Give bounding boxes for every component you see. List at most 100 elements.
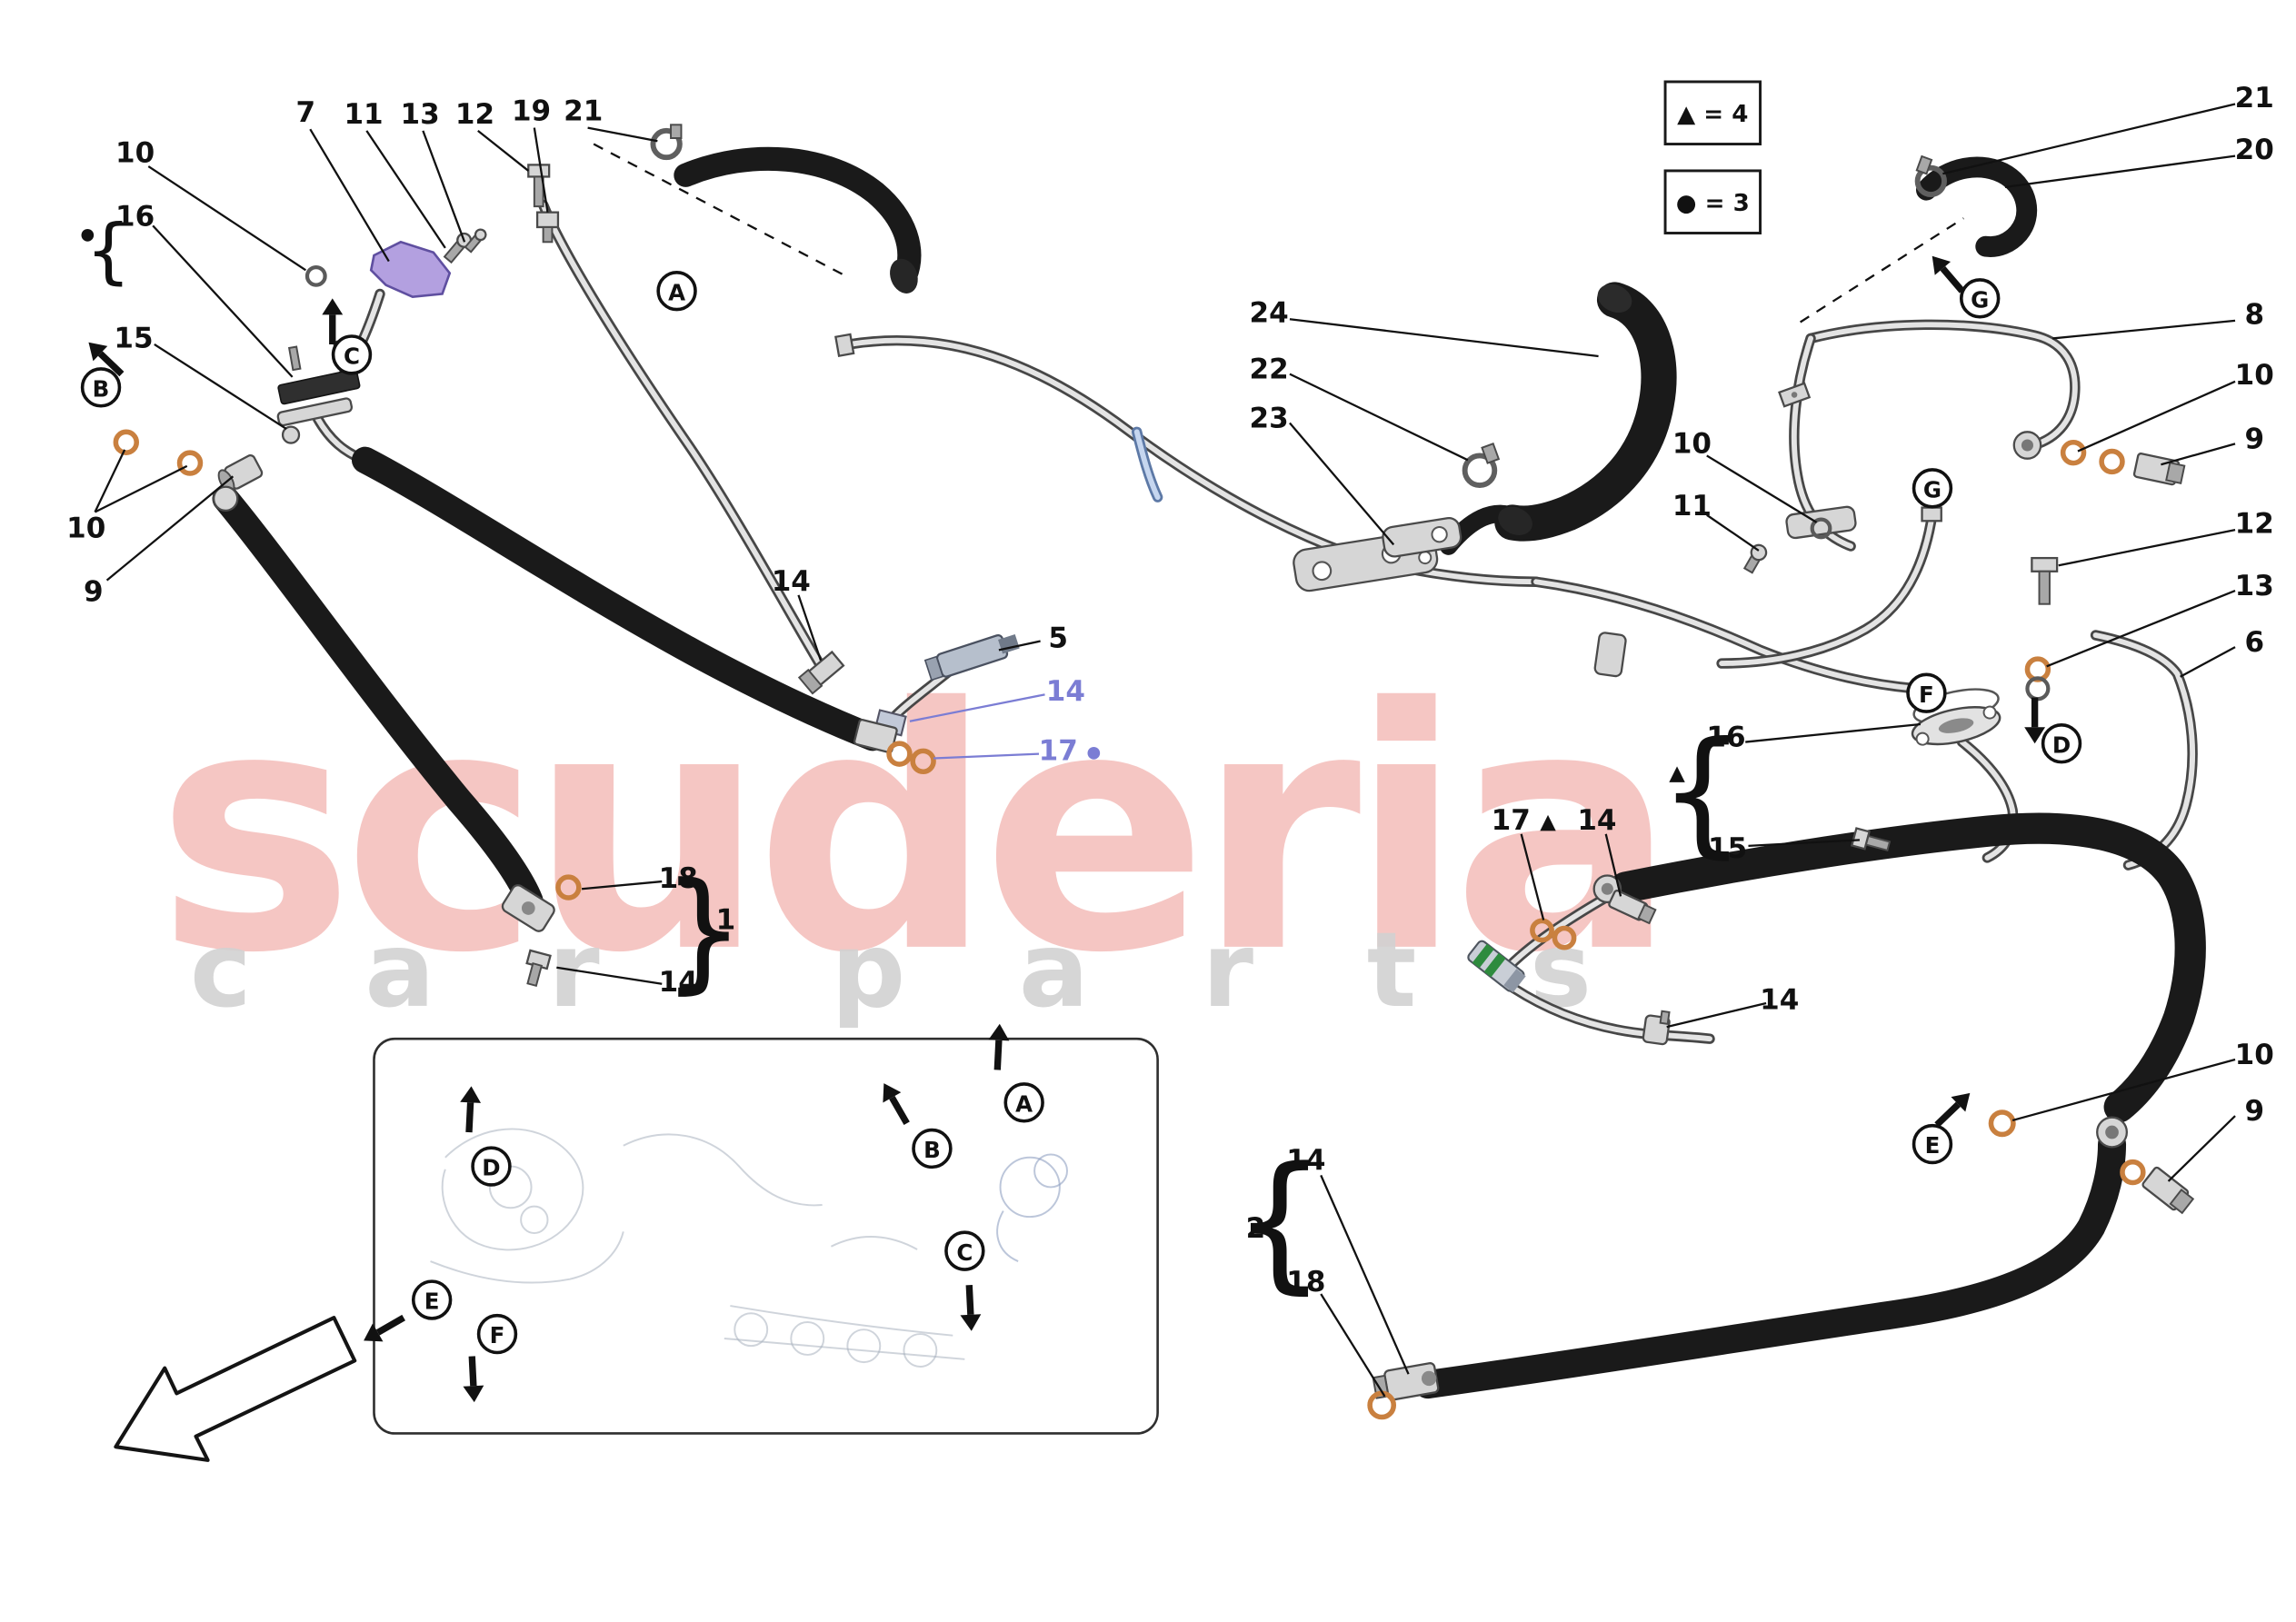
part-label-1[interactable]: 1 xyxy=(716,904,736,937)
o-ring-18 xyxy=(555,874,582,901)
svg-text:● = 3: ● = 3 xyxy=(1676,190,1750,217)
part-label-16[interactable]: 16 xyxy=(1706,721,1745,754)
part-label-18[interactable]: 18 xyxy=(1286,1266,1325,1299)
part-label-15[interactable]: 15 xyxy=(114,322,153,354)
dot-symbol: ● xyxy=(1087,743,1102,762)
inset-box xyxy=(373,1037,1159,1435)
sensor-5 xyxy=(923,633,1020,682)
group-brace: } xyxy=(662,854,744,1006)
part-label-10[interactable]: 10 xyxy=(66,512,105,544)
direction-arrow xyxy=(2024,697,2046,744)
svg-text:F: F xyxy=(490,1322,505,1348)
hose-end-cap xyxy=(1498,506,1532,535)
part-label-14[interactable]: 14 xyxy=(1577,804,1616,837)
part-label-21[interactable]: 21 xyxy=(2235,82,2274,114)
cap-9 xyxy=(217,454,264,493)
part-label-11[interactable]: 11 xyxy=(1672,490,1712,522)
hose-right-main xyxy=(1609,812,2206,1123)
direction-arrow xyxy=(364,1314,405,1342)
svg-text:B: B xyxy=(923,1137,941,1163)
o-ring-10 xyxy=(2120,1159,2146,1186)
direction-arrow xyxy=(463,1356,484,1403)
svg-text:A: A xyxy=(668,279,685,305)
part-label-13[interactable]: 13 xyxy=(2235,570,2274,602)
svg-text:G: G xyxy=(1971,286,1989,313)
direction-arrow xyxy=(1934,1092,1971,1128)
part-label-14[interactable]: 14 xyxy=(772,565,811,598)
direction-arrow xyxy=(988,1023,1010,1070)
bracket-plate xyxy=(1382,516,1462,558)
part-label-16[interactable]: 16 xyxy=(115,201,155,234)
part-label-2[interactable]: 2 xyxy=(1246,1212,1266,1245)
pipe-bracket xyxy=(1593,632,1627,678)
view-marker-f: F xyxy=(1906,672,1947,713)
part-label-14[interactable]: 14 xyxy=(1286,1144,1325,1177)
legend: ▲ = 4 ● = 3 xyxy=(1663,80,1762,234)
clamp-22 xyxy=(1462,443,1501,489)
o-ring-17 xyxy=(1530,918,1554,943)
part-label-19[interactable]: 19 xyxy=(512,95,551,128)
part-label-9[interactable]: 9 xyxy=(84,576,104,609)
bracket-end xyxy=(501,884,555,932)
svg-text:D: D xyxy=(2052,731,2071,758)
quantity-symbols: ●●▲▲ xyxy=(81,225,1686,834)
bracket-7 xyxy=(369,240,452,299)
hose-end-cap xyxy=(890,258,918,294)
part-label-10[interactable]: 10 xyxy=(2235,359,2274,392)
o-ring-17 xyxy=(910,748,936,775)
hose-left-lower xyxy=(212,485,544,914)
view-marker-d: D xyxy=(471,1146,512,1187)
o-ring-10 xyxy=(1988,1110,2016,1138)
part-label-12[interactable]: 12 xyxy=(455,98,494,131)
legend-item-0: ▲ = 4 xyxy=(1663,80,1762,146)
part-label-14[interactable]: 14 xyxy=(1046,675,1085,708)
part-label-13[interactable]: 13 xyxy=(401,98,440,131)
part-label-21[interactable]: 21 xyxy=(564,95,603,128)
part-label-22[interactable]: 22 xyxy=(1249,353,1288,386)
part-label-10[interactable]: 10 xyxy=(1672,427,1712,460)
pipe-clip xyxy=(1778,382,1812,408)
pipe-nub xyxy=(1921,506,1942,522)
part-label-8[interactable]: 8 xyxy=(2244,298,2264,331)
part-label-15[interactable]: 15 xyxy=(1708,832,1747,865)
flange-16 xyxy=(277,368,361,405)
part-label-17[interactable]: 17 xyxy=(1492,804,1531,837)
watermark-sub-right: p a r t s xyxy=(831,910,1630,1030)
part-label-12[interactable]: 12 xyxy=(2235,508,2274,541)
highlighted-blue-pipe xyxy=(1132,426,1163,503)
part-label-9[interactable]: 9 xyxy=(2244,1095,2264,1128)
part-label-6[interactable]: 6 xyxy=(2244,626,2264,659)
part-label-23[interactable]: 23 xyxy=(1249,403,1288,435)
svg-text:E: E xyxy=(424,1289,440,1315)
svg-text:C: C xyxy=(344,343,360,370)
union-end xyxy=(853,718,898,754)
orientation-arrow xyxy=(114,1316,357,1462)
svg-text:▲ = 4: ▲ = 4 xyxy=(1677,101,1748,128)
view-marker-b: B xyxy=(80,367,122,408)
hose-end-cap xyxy=(1597,284,1632,313)
group-braces: {}{{ xyxy=(85,210,1745,1309)
part-label-10[interactable]: 10 xyxy=(2235,1039,2274,1071)
part-label-14[interactable]: 14 xyxy=(659,966,698,999)
part-label-17[interactable]: 17 xyxy=(1039,734,1078,767)
legend-item-1: ● = 3 xyxy=(1663,169,1762,234)
part-label-5[interactable]: 5 xyxy=(1048,622,1068,654)
part-label-14[interactable]: 14 xyxy=(1760,984,1799,1017)
view-marker-d: D xyxy=(2041,722,2082,764)
dot-symbol: ● xyxy=(81,225,95,244)
group-brace: { xyxy=(1233,1134,1327,1308)
svg-text:A: A xyxy=(1015,1090,1033,1117)
part-label-24[interactable]: 24 xyxy=(1249,297,1288,330)
part-label-20[interactable]: 20 xyxy=(2235,134,2274,166)
part-label-18[interactable]: 18 xyxy=(659,862,698,895)
gasket-16 xyxy=(276,397,354,427)
part-label-7[interactable]: 7 xyxy=(296,96,316,129)
leader-lines xyxy=(94,103,2236,1398)
part-label-11[interactable]: 11 xyxy=(344,98,383,131)
part-label-9[interactable]: 9 xyxy=(2244,423,2264,455)
part-label-10[interactable]: 10 xyxy=(115,136,155,169)
plug-9 xyxy=(2132,453,2186,486)
view-marker-g: G xyxy=(1959,278,2001,319)
